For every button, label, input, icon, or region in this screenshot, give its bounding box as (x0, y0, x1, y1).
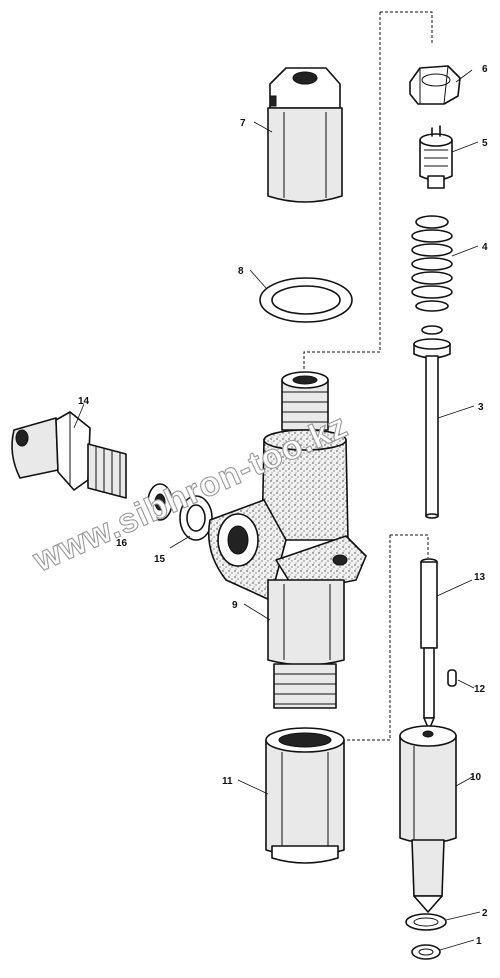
part-10-nozzle-body (399, 725, 457, 913)
part-3-push-rod (413, 325, 451, 519)
label-11: 11 (222, 776, 233, 787)
part-14-inlet-fitting (11, 411, 127, 499)
label-6: 6 (482, 64, 488, 75)
label-8: 8 (238, 266, 244, 277)
label-14: 14 (78, 396, 90, 407)
part-6-hex-nut (409, 65, 461, 105)
label-16: 16 (116, 538, 128, 549)
label-3: 3 (478, 402, 484, 413)
label-2: 2 (482, 908, 488, 919)
label-1: 1 (476, 936, 482, 947)
part-2-washer (405, 913, 447, 931)
label-9: 9 (232, 600, 238, 611)
label-10: 10 (470, 772, 482, 783)
part-12-pin (447, 669, 457, 687)
part-15-washer (179, 495, 213, 541)
part-7-cap-nut (267, 67, 343, 203)
part-16-sealing-washer (147, 483, 173, 521)
part-11-nozzle-nut (265, 727, 345, 864)
part-13-needle (420, 558, 438, 731)
label-5: 5 (482, 138, 488, 149)
part-labels: 6 5 4 3 7 8 9 11 14 16 15 13 12 10 2 1 (78, 64, 488, 947)
part-5-spring-seat (419, 125, 453, 189)
part-9-injector-body (207, 371, 367, 709)
label-leaders (73, 69, 481, 951)
label-7: 7 (240, 118, 246, 129)
part-4-spring (411, 215, 453, 312)
label-15: 15 (154, 554, 166, 565)
part-1-ring (411, 944, 441, 960)
assembly-guide-lines (303, 11, 433, 741)
label-12: 12 (474, 684, 486, 695)
part-8-gasket (259, 277, 353, 323)
label-4: 4 (482, 242, 488, 253)
label-13: 13 (474, 572, 486, 583)
